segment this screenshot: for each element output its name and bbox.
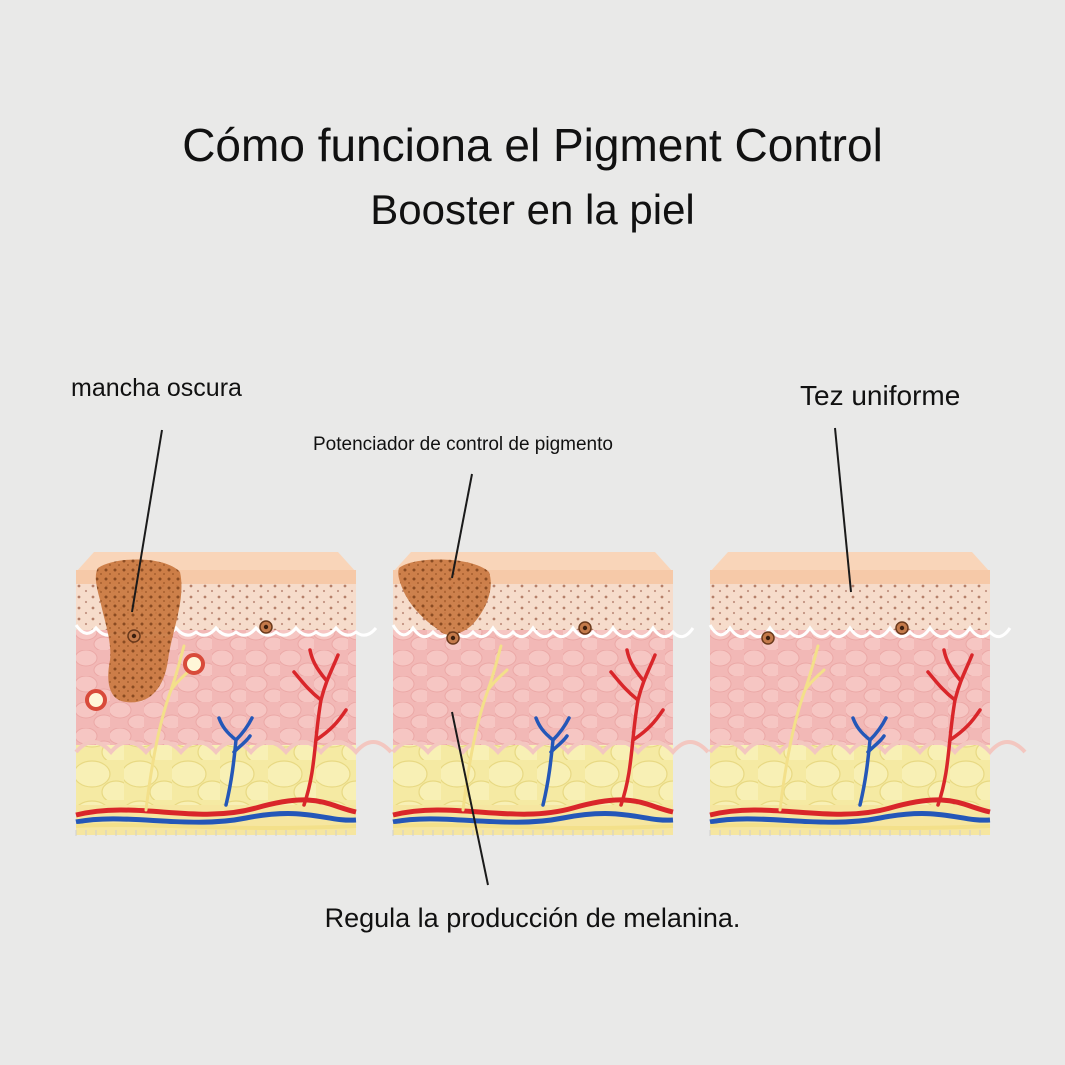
title-line-2: Booster en la piel (370, 186, 695, 233)
panel-before (74, 552, 393, 836)
vein-branch (217, 716, 254, 807)
vein-branch (534, 716, 571, 807)
label-melanin: Regula la producción de melanina. (324, 903, 741, 933)
nerve-horizontal (75, 823, 357, 830)
title-line-1: Cómo funciona el Pigment Control (182, 119, 883, 171)
vein-branch (851, 716, 888, 807)
panel-after (708, 552, 1027, 836)
nerve-branch (778, 644, 826, 812)
label-even-tone: Tez uniforme (800, 380, 961, 411)
artery-branch (926, 648, 982, 807)
artery-horizontal (75, 797, 357, 818)
artery-horizontal (392, 797, 674, 818)
artery-branch (609, 648, 665, 807)
vein-horizontal (709, 810, 991, 825)
pointer-even-tone (834, 427, 852, 593)
nerve-horizontal (392, 823, 674, 830)
label-booster: Potenciador de control de pigmento (313, 434, 613, 455)
pointer-melanin (451, 711, 489, 886)
basement-membrane (391, 624, 695, 639)
panel-during (391, 552, 710, 836)
nerve-branch (461, 644, 509, 812)
pigment-cell (183, 653, 205, 675)
artery-branch (292, 648, 348, 807)
pigment-cell (85, 689, 107, 711)
nerve-horizontal (709, 823, 991, 830)
pointer-dark-spot (131, 429, 163, 613)
pointer-booster (451, 473, 473, 579)
vein-horizontal (75, 810, 357, 825)
skin-surface (710, 552, 990, 572)
vein-horizontal (392, 810, 674, 825)
artery-horizontal (709, 797, 991, 818)
basement-membrane (708, 624, 1012, 639)
label-dark-spot: mancha oscura (71, 374, 242, 402)
